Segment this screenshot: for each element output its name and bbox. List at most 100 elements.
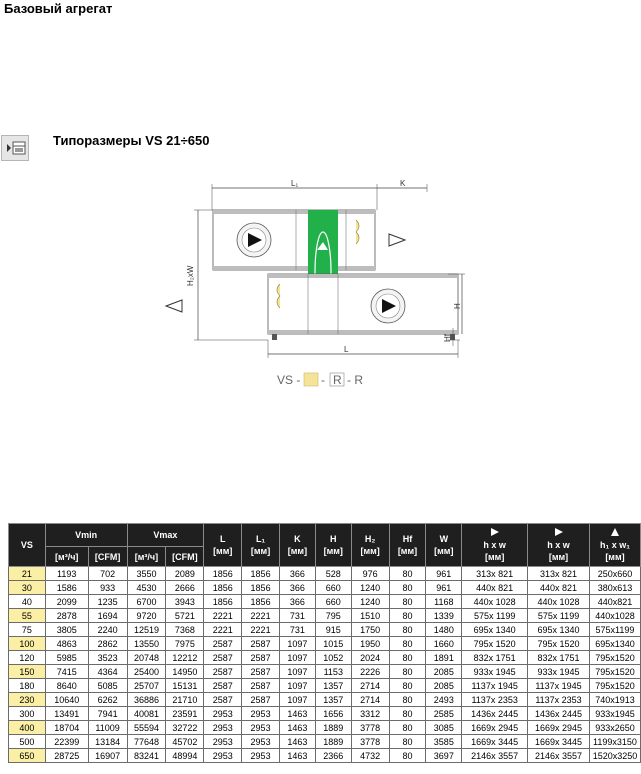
cell-k: 731	[278, 622, 316, 637]
cell-h2: 2024	[350, 650, 390, 665]
cell-h1w1: 795x1520	[588, 650, 641, 665]
cell-vmin-cfm: 11009	[87, 720, 128, 735]
cell-vmax-m3h: 36886	[126, 692, 167, 707]
cell-hw1: 832x 1751	[461, 650, 529, 665]
cell-hf: 80	[388, 594, 427, 609]
cell-h: 1052	[314, 650, 352, 665]
cell-k: 366	[278, 566, 316, 581]
cell-k: 731	[278, 608, 316, 623]
cell-vmin-m3h: 13491	[44, 706, 89, 721]
cell-vmax-cfm: 7975	[165, 636, 205, 651]
cell-hf: 80	[388, 580, 427, 595]
cell-h1w1: 250x660	[588, 566, 641, 581]
cell-hw2: 795x 1520	[527, 636, 590, 651]
dimension-k: K	[377, 179, 428, 192]
cell-hf: 80	[388, 650, 427, 665]
cell-l: 1856	[203, 580, 243, 595]
cell-hw2: 440x 821	[527, 580, 590, 595]
cell-hw1: 933x 1945	[461, 664, 529, 679]
cell-hw2: 2146x 3557	[527, 748, 590, 763]
cell-l1: 2587	[241, 692, 280, 707]
cell-vmin-m3h: 2099	[44, 594, 89, 609]
cell-l1: 2953	[241, 734, 280, 749]
header-h1xw1: h₁ x w₁[мм]	[588, 523, 641, 567]
cell-h: 915	[314, 622, 352, 637]
cell-l: 2221	[203, 622, 243, 637]
cell-vmin-m3h: 18704	[44, 720, 89, 735]
cell-k: 1097	[278, 636, 316, 651]
header-vmin-cfm: [CFM]	[87, 546, 128, 567]
cell-k: 1463	[278, 706, 316, 721]
cell-h: 1357	[314, 678, 352, 693]
cell-vs: 55	[8, 608, 46, 623]
cell-vmax-cfm: 2089	[165, 566, 205, 581]
cell-hf: 80	[388, 636, 427, 651]
header-vmax-cfm: [CFM]	[165, 546, 205, 567]
cell-h2: 2226	[350, 664, 390, 679]
header-vmin-m3h: [м³/ч]	[44, 546, 89, 567]
cell-hw2: 1436x 2445	[527, 706, 590, 721]
cell-w: 3697	[425, 748, 463, 763]
header-k: K[мм]	[278, 523, 316, 567]
cell-hw2: 1137x 1945	[527, 678, 590, 693]
cell-hw1: 1137x 2353	[461, 692, 529, 707]
sizes-table: VS Vmin Vmax L[мм] L₁[мм] K[мм] H[мм] H₂…	[8, 523, 641, 763]
cell-h2: 2714	[350, 692, 390, 707]
cell-vmax-cfm: 3943	[165, 594, 205, 609]
cell-vmin-cfm: 702	[87, 566, 128, 581]
cell-w: 2085	[425, 678, 463, 693]
cell-l: 2587	[203, 678, 243, 693]
cell-l1: 2221	[241, 608, 280, 623]
cell-h1w1: 440x821	[588, 594, 641, 609]
cell-hw1: 440x 821	[461, 580, 529, 595]
cell-vmax-cfm: 5721	[165, 608, 205, 623]
cell-hf: 80	[388, 608, 427, 623]
cell-h1w1: 695x1340	[588, 636, 641, 651]
cell-hf: 80	[388, 720, 427, 735]
dimension-h2xw: H₂xW	[186, 209, 268, 341]
cell-vmin-cfm: 6262	[87, 692, 128, 707]
cell-h: 660	[314, 580, 352, 595]
cell-vs: 500	[8, 734, 46, 749]
dimension-l1: L₁	[211, 179, 378, 210]
cell-h2: 1950	[350, 636, 390, 651]
cell-vmin-cfm: 933	[87, 580, 128, 595]
cell-vmin-cfm: 1694	[87, 608, 128, 623]
outlet-arrow-icon	[164, 299, 183, 313]
cell-vmax-m3h: 4530	[126, 580, 167, 595]
cell-w: 3585	[425, 734, 463, 749]
cell-hf: 80	[388, 734, 427, 749]
cell-vmin-cfm: 4364	[87, 664, 128, 679]
cell-h1w1: 795x1520	[588, 678, 641, 693]
cell-vmax-m3h: 25707	[126, 678, 167, 693]
cell-hw2: 575x 1199	[527, 608, 590, 623]
cell-vmin-cfm: 13184	[87, 734, 128, 749]
cell-vmax-m3h: 77648	[126, 734, 167, 749]
cell-vmin-m3h: 1586	[44, 580, 89, 595]
expand-toggle-button[interactable]	[1, 135, 29, 161]
cell-l1: 1856	[241, 594, 280, 609]
cell-l: 2953	[203, 706, 243, 721]
cell-vs: 300	[8, 706, 46, 721]
header-h2: H₂[мм]	[350, 523, 390, 567]
cell-hw2: 1669x 2945	[527, 720, 590, 735]
cell-h1w1: 1520x3250	[588, 748, 641, 763]
inlet-arrow-icon	[388, 233, 407, 247]
cell-h2: 3778	[350, 720, 390, 735]
designation-formula: VS - - R - R	[277, 372, 363, 387]
cell-hw1: 795x 1520	[461, 636, 529, 651]
cell-l: 2953	[203, 720, 243, 735]
cell-vmin-m3h: 1193	[44, 566, 89, 581]
cell-h2: 1510	[350, 608, 390, 623]
cell-h: 795	[314, 608, 352, 623]
cell-h1w1: 933x1945	[588, 706, 641, 721]
cell-hw2: 832x 1751	[527, 650, 590, 665]
cell-vmax-m3h: 40081	[126, 706, 167, 721]
cell-vmax-cfm: 12212	[165, 650, 205, 665]
cell-h2: 1240	[350, 580, 390, 595]
cell-vs: 400	[8, 720, 46, 735]
expand-arrow-icon	[7, 141, 26, 155]
lower-unit	[164, 273, 459, 340]
cell-hw2: 933x 1945	[527, 664, 590, 679]
